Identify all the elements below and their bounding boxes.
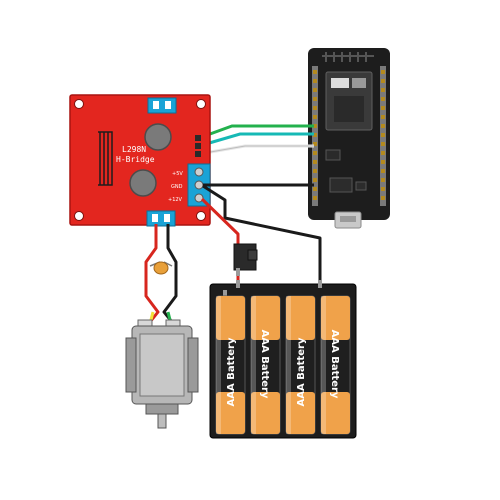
battery-label-3: AAA Battery (296, 337, 307, 406)
l298n-driver-board: L298N H-Bridge +5V GND +12V (69, 94, 211, 227)
pin-12v-label: +12V (168, 197, 183, 203)
battery-label-1: AAA Battery (226, 337, 237, 406)
signal-wires (198, 124, 314, 156)
power-wires (200, 183, 322, 286)
pin-5v-label: +5V (172, 171, 183, 177)
driver-chip-label: L298N (122, 145, 146, 154)
slide-switch-icon (233, 243, 258, 276)
battery-cell (285, 295, 316, 435)
battery-cell (320, 295, 351, 435)
driver-name-label: H-Bridge (116, 155, 155, 164)
battery-label-4: AAA Battery (329, 330, 340, 399)
battery-label-2: AAA Battery (259, 330, 270, 399)
dc-motor-icon (125, 319, 199, 429)
ceramic-capacitor-icon (149, 261, 173, 275)
esp32-board-icon (308, 48, 390, 229)
battery-holder (209, 280, 357, 439)
battery-cell (250, 295, 281, 435)
battery-cell (215, 290, 246, 435)
pin-gnd-label: GND (171, 184, 183, 190)
